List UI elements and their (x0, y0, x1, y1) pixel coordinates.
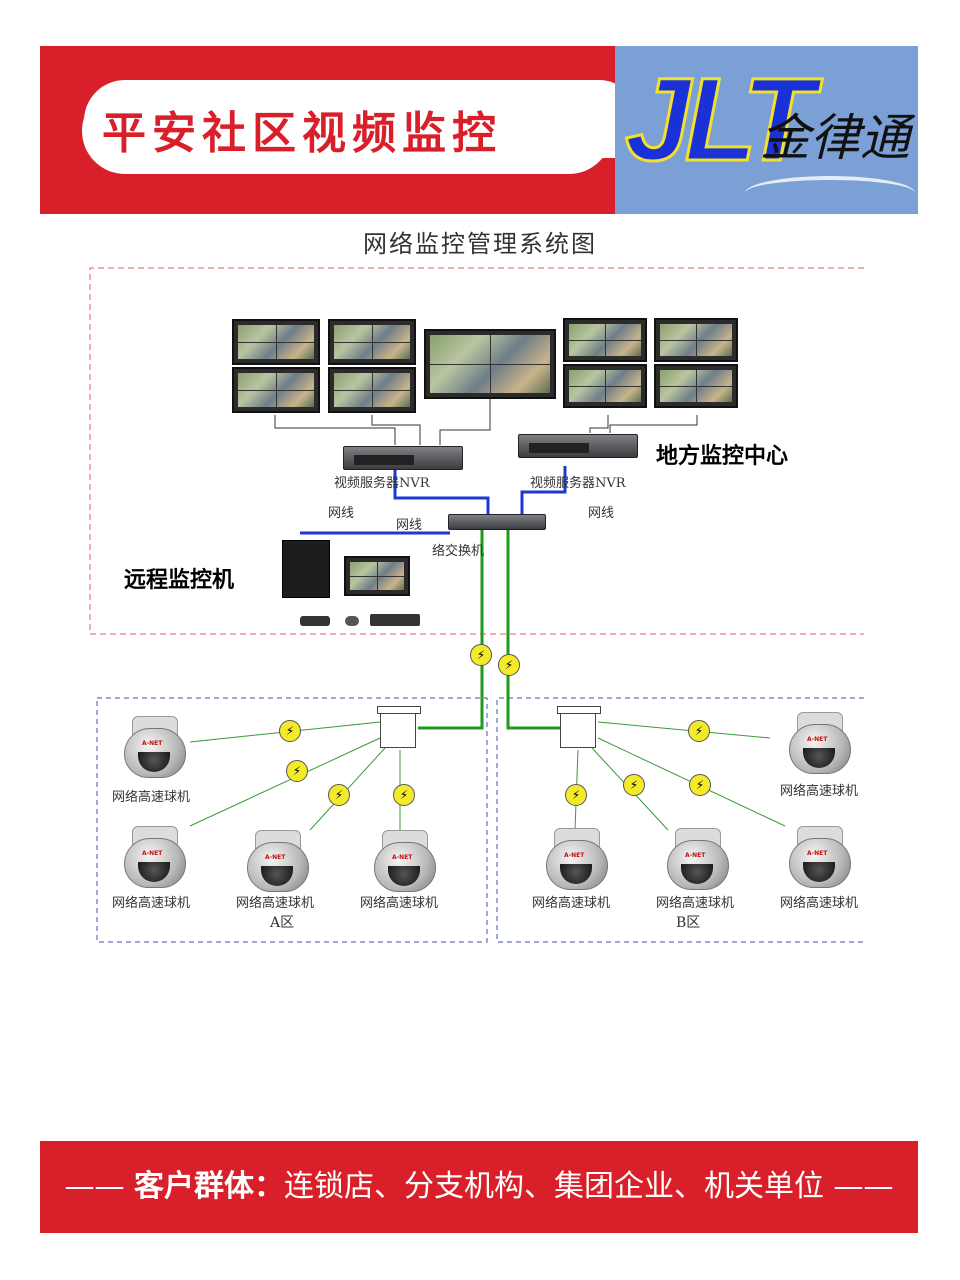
monitor (654, 364, 738, 408)
ptz-dome-camera-icon: A-NET (372, 830, 436, 892)
monitor (328, 367, 416, 413)
zone-a-label: A区 (270, 915, 295, 931)
main-monitor (424, 329, 556, 399)
surge-protector-icon: ⚡ (689, 774, 711, 796)
camera-label: 网络高速球机 (112, 896, 191, 911)
camera-label: 网络高速球机 (656, 896, 735, 911)
footer-customers: 连锁店、分支机构、集团企业、机关单位 (284, 1169, 824, 1204)
surge-protector-icon: ⚡ (279, 720, 301, 742)
monitor (232, 319, 320, 365)
keyboard-icon (370, 614, 420, 626)
diagram-title: 网络监控管理系统图 (363, 230, 597, 258)
zone-b-label: B区 (676, 915, 701, 931)
switch-label: 络交换机 (432, 544, 485, 559)
junction-box-icon (557, 706, 601, 748)
ptz-dome-camera-icon: A-NET (544, 828, 608, 890)
footer-dash-left: —— (64, 1169, 125, 1204)
camera-label: 网络高速球机 (236, 896, 315, 911)
logo-mark: JLT (623, 53, 815, 188)
camera-label: 网络高速球机 (780, 784, 859, 799)
ptz-dome-camera-icon: A-NET (787, 826, 851, 888)
ptz-dome-camera-icon: A-NET (122, 826, 186, 888)
junction-box-icon (377, 706, 421, 748)
network-switch-icon (448, 514, 546, 530)
surge-protector-icon: ⚡ (393, 784, 415, 806)
ptz-dome-camera-icon: A-NET (665, 828, 729, 890)
cable-label: 网线 (396, 518, 423, 533)
surge-protector-icon: ⚡ (498, 654, 520, 676)
ptz-dome-camera-icon: A-NET (122, 716, 186, 778)
logo-wave-icon (745, 176, 915, 210)
footer-label: 客户群体： (134, 1169, 284, 1204)
nvr-left-label: 视频服务器NVR (334, 476, 430, 491)
footer-text: —— 客户群体：连锁店、分支机构、集团企业、机关单位 —— (40, 1169, 918, 1205)
footer-banner: —— 客户群体：连锁店、分支机构、集团企业、机关单位 —— (40, 1141, 918, 1233)
zone-b-camera-links (574, 721, 786, 831)
header-banner: 平安社区视频监控 JLT 金律通 (40, 46, 918, 214)
monitor (328, 319, 416, 365)
cable-label: 网线 (328, 506, 355, 521)
footer-dash-right: —— (833, 1169, 894, 1204)
remote-monitor (344, 556, 410, 596)
nvr-server-icon (518, 434, 638, 458)
camera-label: 网络高速球机 (360, 896, 439, 911)
surge-protector-icon: ⚡ (328, 784, 350, 806)
ptz-dome-camera-icon: A-NET (245, 830, 309, 892)
zone-b-boundary (496, 697, 864, 943)
ptz-dome-camera-icon: A-NET (787, 712, 851, 774)
surge-protector-icon: ⚡ (470, 644, 492, 666)
monitor (654, 318, 738, 362)
local-center-label: 地方监控中心 (656, 444, 789, 469)
mouse-icon (345, 616, 359, 626)
network-cables (300, 466, 567, 535)
logo-chinese-name: 金律通 (760, 109, 910, 167)
page-title: 平安社区视频监控 (102, 108, 502, 159)
zone-a-boundary (96, 697, 488, 943)
camera-label: 网络高速球机 (532, 896, 611, 911)
joystick-icon (300, 616, 330, 626)
monitor (563, 318, 647, 362)
title-cloud (82, 88, 612, 174)
surge-protector-icon: ⚡ (286, 760, 308, 782)
cable-label: 网线 (588, 506, 615, 521)
camera-label: 网络高速球机 (112, 790, 191, 805)
monitor (563, 364, 647, 408)
pc-tower-icon (282, 540, 330, 598)
monitor (232, 367, 320, 413)
logo: JLT 金律通 (615, 46, 918, 214)
nvr-server-icon (343, 446, 463, 470)
remote-label: 远程监控机 (124, 568, 235, 593)
camera-label: 网络高速球机 (780, 896, 859, 911)
fiber-cables (418, 530, 568, 730)
surge-protector-icon: ⚡ (565, 784, 587, 806)
video-cables (274, 398, 698, 445)
nvr-right-label: 视频服务器NVR (530, 476, 626, 491)
surge-protector-icon: ⚡ (688, 720, 710, 742)
surge-protector-icon: ⚡ (623, 774, 645, 796)
